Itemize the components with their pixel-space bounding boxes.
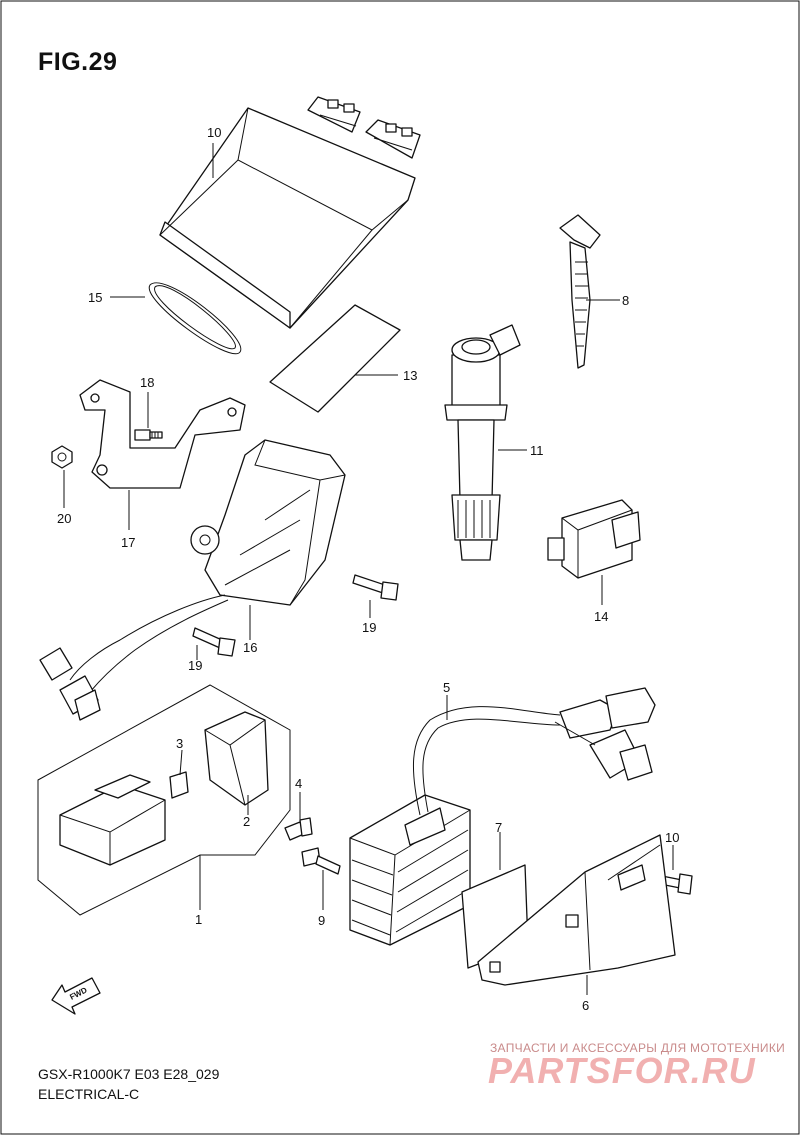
regulator-rectifier-icon [349, 687, 656, 946]
rubber-band-icon [148, 282, 242, 355]
nut-icon [51, 445, 73, 469]
callout-17: 17 [121, 535, 135, 550]
fuse-icon [169, 771, 189, 799]
model-code: GSX-R1000K7 E03 E28_029 [38, 1066, 220, 1082]
bracket-icon [79, 379, 246, 489]
ecm-unit-icon [159, 96, 421, 329]
bolt-icon [134, 429, 163, 441]
sensor-module-icon [39, 439, 346, 721]
bolt-icon [352, 574, 399, 601]
leader-lines [63, 143, 674, 995]
callout-19-lower: 19 [188, 658, 202, 673]
bolt-icon [192, 627, 236, 657]
callout-19-upper: 19 [362, 620, 376, 635]
callout-14: 14 [594, 609, 608, 624]
callout-20: 20 [57, 511, 71, 526]
figure-title: FIG.29 [38, 48, 118, 76]
section-name: ELECTRICAL-C [38, 1086, 140, 1102]
fwd-arrow-icon: FWD [51, 977, 101, 1015]
bolt-icon [301, 847, 341, 875]
cable-tie-icon [559, 214, 601, 369]
watermark-caption: ЗАПЧАСТИ И АКСЕССУАРЫ ДЛЯ МОТОТЕХНИКИ [490, 1041, 786, 1055]
callout-16: 16 [243, 640, 257, 655]
callout-13: 13 [403, 368, 417, 383]
callout-15: 15 [88, 290, 102, 305]
callout-5: 5 [443, 680, 450, 695]
callout-12: 10 [207, 125, 221, 140]
kit-outline [37, 684, 291, 916]
starter-relay-icon [59, 774, 166, 866]
ignition-coil-icon [444, 324, 521, 561]
bracket-icon [477, 834, 676, 986]
bolt-icon [284, 817, 313, 841]
callout-labels: 10 15 13 8 11 14 18 20 17 16 19 19 5 3 2… [57, 125, 679, 1013]
callout-7: 7 [495, 820, 502, 835]
callout-18: 18 [140, 375, 154, 390]
callout-4: 4 [295, 776, 302, 791]
callout-9: 9 [318, 913, 325, 928]
pad-icon [269, 304, 401, 413]
callout-3: 3 [176, 736, 183, 751]
relay-icon [547, 499, 641, 579]
callout-10: 10 [665, 830, 679, 845]
watermark-logo: PARTSFOR.RU [488, 1050, 756, 1091]
callout-6: 6 [582, 998, 589, 1013]
callout-8: 8 [622, 293, 629, 308]
relay-cover-icon [204, 711, 269, 806]
callout-1: 1 [195, 912, 202, 927]
callout-2: 2 [243, 814, 250, 829]
callout-11: 11 [530, 443, 544, 458]
